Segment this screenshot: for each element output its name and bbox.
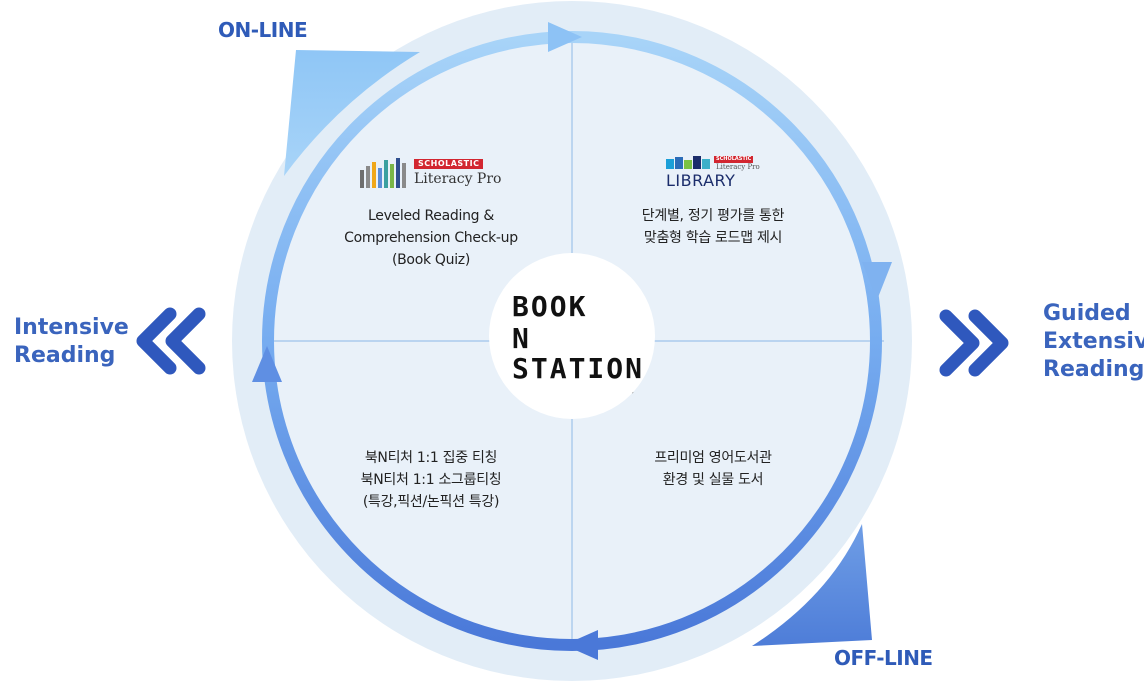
quad-line: 프리미엄 영어도서관 — [654, 450, 772, 466]
quad-line: 북N티처 1:1 소그룹티칭 — [360, 472, 502, 488]
scholastic-badge: SCHOLASTIC — [414, 159, 484, 169]
quadrant-bottom-left-text: 북N티처 1:1 집중 티칭 북N티처 1:1 소그룹티칭 (특강,픽션/논픽션… — [316, 447, 546, 513]
quad-line: Leveled Reading & — [368, 208, 494, 224]
label-guided-extensive-reading: Guided Extensive Reading — [1043, 300, 1144, 384]
brand-sub: Literacy Pro — [716, 163, 760, 171]
left-double-chevron-icon — [136, 307, 206, 375]
books-row-icon — [666, 156, 710, 169]
label-line: Reading — [1043, 357, 1144, 382]
label-offline: OFF-LINE — [834, 646, 933, 670]
label-online: ON-LINE — [218, 18, 308, 42]
label-intensive-reading: Intensive Reading — [14, 314, 129, 370]
quad-line: 북N티처 1:1 집중 티칭 — [364, 450, 498, 466]
quad-line: 단계별, 정기 평가를 통한 — [641, 208, 785, 224]
logo-word-book: BOOK — [512, 290, 588, 323]
label-line: Intensive — [14, 315, 129, 340]
quadrant-top-left-text: Leveled Reading & Comprehension Check-up… — [316, 205, 546, 271]
logo-word-station: STATION — [512, 352, 645, 385]
arrowhead-right — [862, 262, 892, 300]
logo-word-n: N — [512, 322, 531, 355]
label-line: Extensive — [1043, 329, 1144, 354]
scholastic-badge: SCHOLASTIC — [714, 156, 754, 163]
literacy-pro-library-logo: SCHOLASTIC Literacy Pro LIBRARY — [664, 155, 764, 191]
literacy-pro-logo: SCHOLASTIC Literacy Pro — [358, 155, 518, 191]
quadrant-bottom-right-text: 프리미엄 영어도서관 환경 및 실물 도서 — [598, 447, 828, 491]
arrowhead-top — [548, 22, 582, 52]
quad-line: Comprehension Check-up — [344, 230, 518, 246]
arrowhead-left — [252, 346, 282, 382]
center-badge — [489, 253, 655, 419]
label-line: Reading — [14, 343, 116, 368]
ring-arc-left — [262, 31, 573, 651]
quad-line: (Book Quiz) — [391, 252, 471, 268]
right-double-chevron-icon — [939, 309, 1009, 377]
brand-name: Literacy Pro — [414, 171, 502, 187]
online-arrow-tail — [284, 50, 420, 176]
offline-arrow-tail — [752, 524, 872, 646]
quad-line: (특강,픽션/논픽션 특강) — [362, 494, 500, 510]
brand-name: LIBRARY — [666, 171, 736, 190]
books-stack-icon — [360, 158, 406, 188]
quadrant-top-right-text: 단계별, 정기 평가를 통한 맞춤형 학습 로드맵 제시 — [598, 205, 828, 249]
ring-arc-right — [571, 31, 882, 651]
quad-line: 환경 및 실물 도서 — [662, 472, 764, 488]
quad-line: 맞춤형 학습 로드맵 제시 — [643, 230, 783, 246]
arrowhead-bottom — [564, 630, 598, 660]
label-line: Guided — [1043, 301, 1131, 326]
